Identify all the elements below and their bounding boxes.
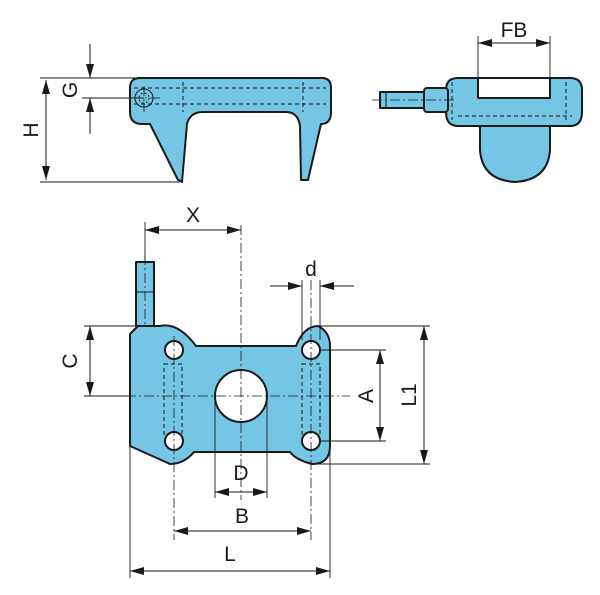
end-view-body bbox=[445, 77, 583, 127]
end-view: FB bbox=[372, 19, 583, 183]
label-d-large: D bbox=[233, 462, 248, 485]
label-g: G bbox=[59, 82, 82, 98]
label-c: C bbox=[59, 353, 82, 368]
side-view: H G bbox=[20, 44, 332, 183]
label-fb: FB bbox=[501, 19, 528, 42]
label-a: A bbox=[355, 389, 378, 403]
label-l: L bbox=[224, 543, 236, 566]
label-b: B bbox=[235, 505, 249, 528]
top-view: X d C A L1 D bbox=[59, 204, 430, 578]
label-x: X bbox=[186, 204, 200, 227]
label-d-small: d bbox=[305, 258, 317, 281]
label-l1: L1 bbox=[398, 383, 421, 406]
end-view-dome bbox=[479, 123, 551, 183]
label-h: H bbox=[20, 122, 43, 137]
side-view-body bbox=[129, 77, 332, 183]
